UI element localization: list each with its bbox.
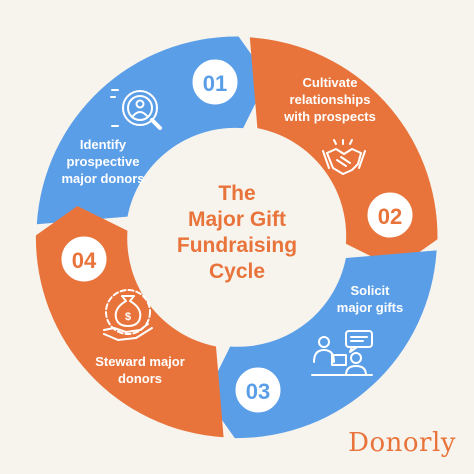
badge-04: 04 bbox=[58, 233, 110, 285]
center-title-line2: Major Gift bbox=[188, 208, 286, 231]
step-03-line1: Solicit bbox=[350, 283, 390, 298]
badge-04-number: 04 bbox=[72, 248, 97, 273]
badge-01-number: 01 bbox=[203, 71, 227, 96]
svg-text:$: $ bbox=[125, 311, 131, 323]
center-title-line4: Cycle bbox=[209, 260, 265, 283]
money-bag-hand-icon: $ bbox=[103, 289, 153, 341]
handshake-icon bbox=[322, 139, 366, 175]
step-03-line2: major gifts bbox=[337, 300, 403, 315]
step-01-line2: prospective bbox=[67, 154, 140, 169]
step-04-line1: Steward major bbox=[95, 354, 185, 369]
step-01-line1: Identify bbox=[80, 137, 127, 152]
step-02-line3: with prospects bbox=[283, 109, 376, 124]
step-02-line2: relationships bbox=[290, 92, 371, 107]
step-01-line3: major donors bbox=[61, 171, 144, 186]
step-04-line2: donors bbox=[118, 371, 162, 386]
center-title-line3: Fundraising bbox=[177, 234, 297, 257]
brand-logo-text: Donorly bbox=[348, 428, 456, 458]
center-title-line1: The bbox=[218, 182, 255, 205]
conversation-icon bbox=[311, 330, 373, 376]
badge-01: 01 bbox=[189, 56, 241, 108]
magnifier-person-icon bbox=[110, 89, 162, 130]
badge-02-number: 02 bbox=[378, 204, 402, 229]
center-disc bbox=[133, 133, 341, 341]
badge-03-number: 03 bbox=[246, 379, 270, 404]
badge-03: 03 bbox=[232, 364, 284, 416]
step-02-line1: Cultivate bbox=[303, 75, 358, 90]
badge-02: 02 bbox=[364, 189, 416, 241]
